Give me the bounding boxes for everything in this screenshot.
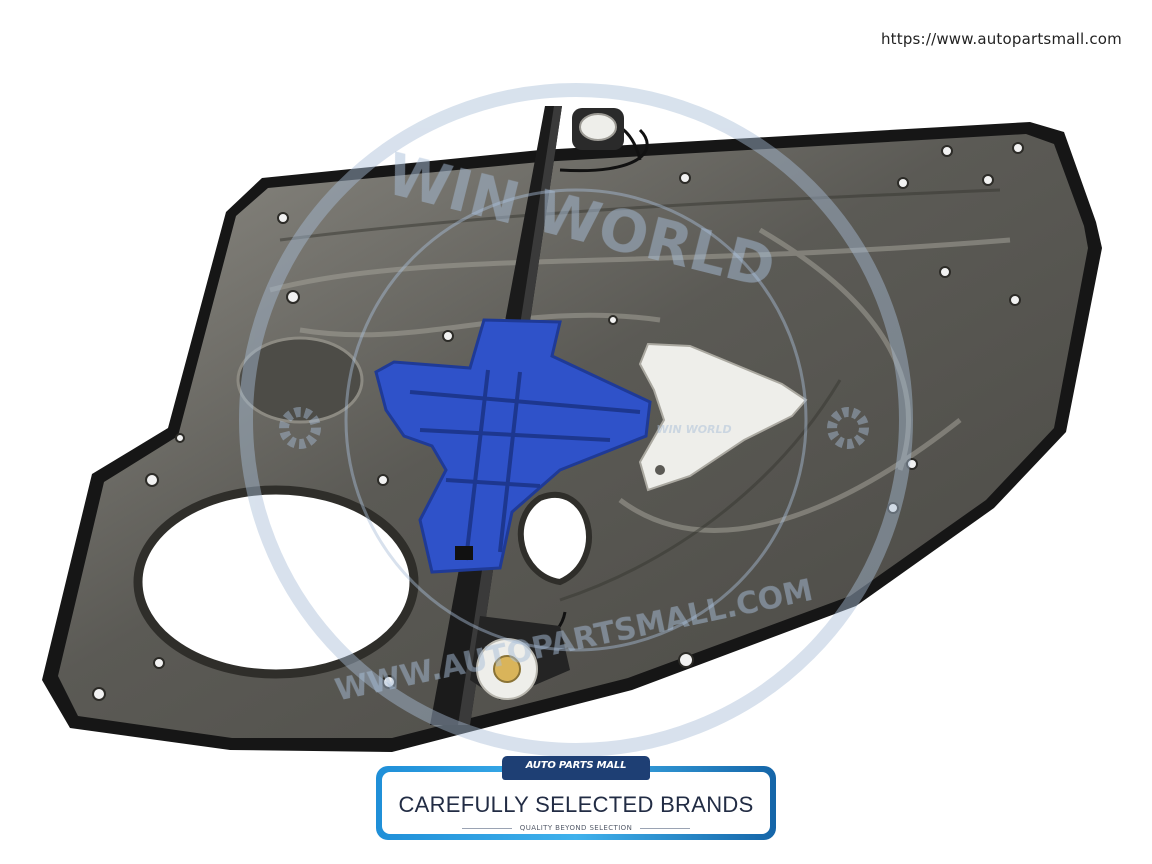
badge-subtitle-row: QUALITY BEYOND SELECTION bbox=[462, 824, 690, 832]
speaker-opening bbox=[133, 485, 419, 679]
watermark-right-gear-icon bbox=[827, 407, 869, 449]
white-bracket-hole bbox=[655, 465, 665, 475]
watermark-left-gear-icon bbox=[279, 407, 321, 449]
white-bracket bbox=[638, 342, 808, 492]
mounting-holes bbox=[92, 142, 1024, 701]
second-opening bbox=[517, 492, 592, 586]
watermark-small-brand-text: WIN WORLD bbox=[656, 423, 731, 436]
top-pulley bbox=[579, 113, 617, 141]
site-url: https://www.autopartsmall.com bbox=[880, 30, 1122, 48]
badge-divider-left bbox=[462, 827, 512, 829]
watermark-outer-ring bbox=[239, 83, 913, 757]
badge-title: CAREFULLY SELECTED BRANDS bbox=[398, 792, 754, 817]
bottom-pulley-hub bbox=[493, 655, 521, 683]
badge-logo-tab: AUTO PARTS MALL bbox=[502, 756, 650, 780]
brand-badge: CAREFULLY SELECTED BRANDS QUALITY BEYOND… bbox=[376, 756, 776, 840]
panel-ridge bbox=[279, 188, 1001, 602]
watermark bbox=[239, 83, 913, 757]
carrier-ribs bbox=[409, 369, 641, 561]
badge-subtitle: QUALITY BEYOND SELECTION bbox=[519, 824, 633, 832]
panel-recess bbox=[236, 336, 364, 424]
watermark-inner-ring bbox=[344, 188, 808, 652]
brand-badge-panel: CAREFULLY SELECTED BRANDS QUALITY BEYOND… bbox=[382, 772, 770, 834]
badge-logo: AUTO PARTS MALL bbox=[525, 760, 627, 771]
panel-embossing bbox=[269, 227, 1011, 533]
carrier-clip bbox=[455, 546, 473, 560]
badge-divider-right bbox=[640, 827, 690, 829]
